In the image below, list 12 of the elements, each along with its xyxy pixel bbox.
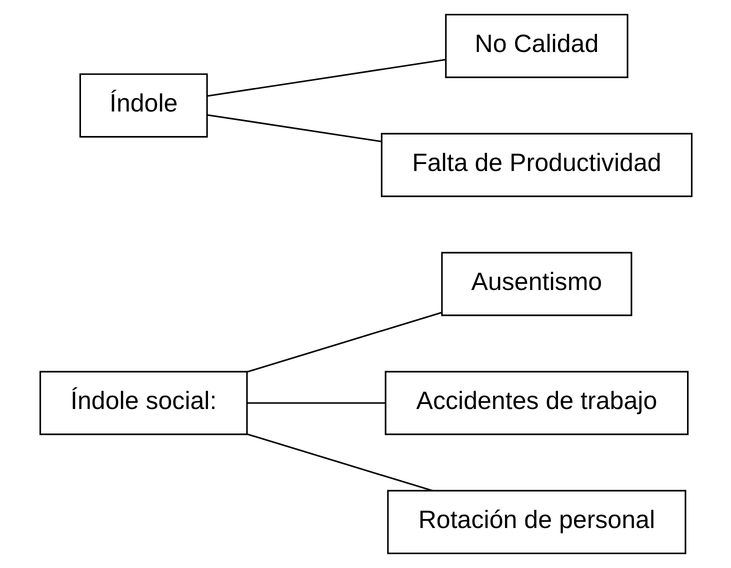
node-box: Ausentismo <box>440 252 632 316</box>
connector <box>206 58 446 97</box>
connector <box>206 114 382 142</box>
node-box: Rotación de personal <box>386 490 686 554</box>
node-box: Accidentes de trabajo <box>384 370 688 436</box>
node-box: Índole <box>78 73 208 138</box>
connector <box>246 402 385 404</box>
node-box: Índole social: <box>38 370 248 436</box>
node-box: No Calidad <box>444 14 628 78</box>
connector <box>246 433 432 492</box>
node-box: Falta de Productividad <box>380 132 692 198</box>
connector <box>246 312 442 373</box>
